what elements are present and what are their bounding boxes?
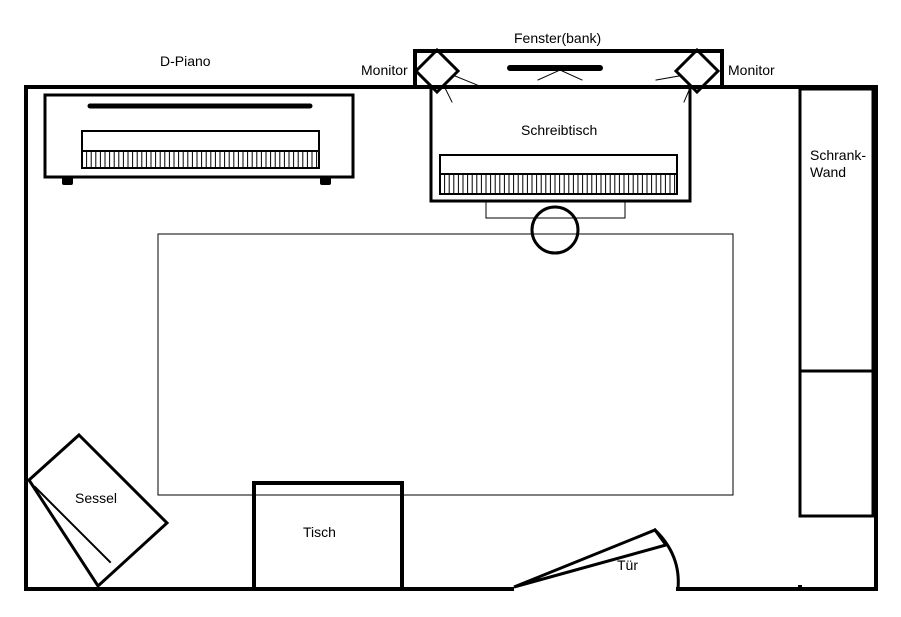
label-monitor-left: Monitor: [361, 62, 408, 78]
monitor-left-icon: [413, 47, 483, 103]
digital-piano: [43, 93, 355, 185]
label-table: Tisch: [303, 524, 336, 540]
label-wardrobe-line2: Wand: [810, 164, 846, 180]
rug: [157, 233, 734, 496]
door: [513, 527, 680, 591]
monitor-right-icon: [655, 47, 721, 103]
armchair: [27, 432, 170, 589]
label-armchair: Sessel: [75, 490, 117, 506]
label-d-piano: D-Piano: [160, 53, 211, 69]
label-wardrobe-line1: Schrank-: [810, 147, 866, 163]
desk: [429, 85, 692, 219]
desk-chair: [530, 205, 580, 255]
label-monitor-right: Monitor: [728, 62, 775, 78]
label-window: Fenster(bank): [514, 30, 601, 46]
label-desk: Schreibtisch: [521, 122, 597, 138]
room-walls: [24, 85, 878, 591]
wardrobe-wall: [798, 87, 875, 518]
label-door: Tür: [617, 557, 638, 573]
table: [252, 481, 404, 591]
